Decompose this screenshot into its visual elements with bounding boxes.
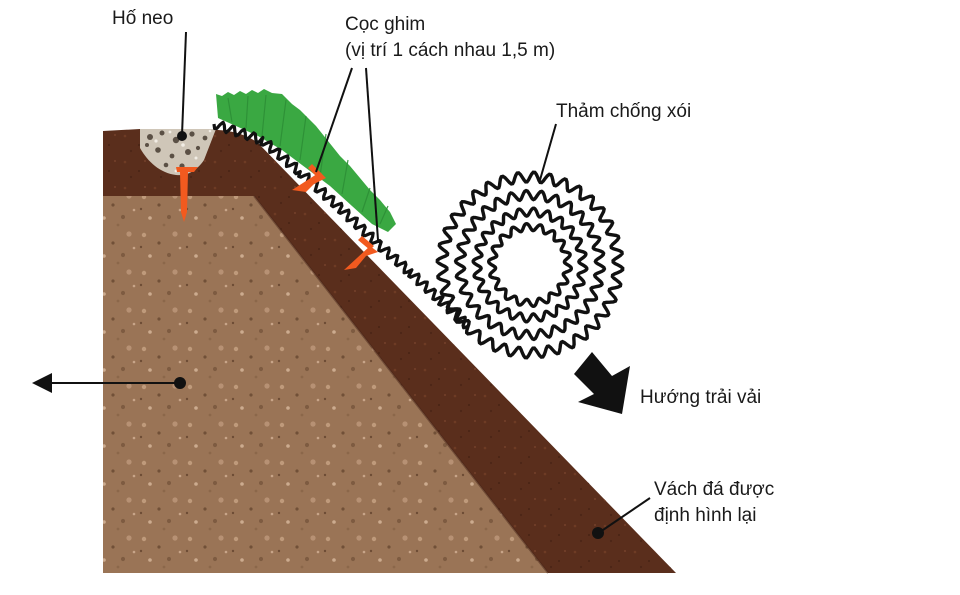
mat-roll-ring: [486, 221, 574, 309]
mat-roll-ring: [471, 206, 589, 324]
anchor-trench: [140, 129, 216, 176]
grass-blades: [227, 94, 389, 225]
anchor-pin-trench: [176, 167, 198, 222]
label-erosion-mat: Thảm chống xói: [556, 101, 692, 122]
pin-lower: [344, 236, 378, 270]
laying-direction-arrow-icon: [574, 352, 630, 414]
label-pins-line2: (vị trí 1 cách nhau 1,5 m): [345, 39, 556, 61]
topsoil-boundary: [253, 195, 549, 574]
cliff-marker-dot: [592, 527, 604, 539]
left-direction-arrow: [32, 373, 186, 393]
soil-texture: [103, 196, 548, 573]
gravel-highlights: [154, 129, 212, 173]
label-pins: Cọc ghim (vị trí 1 cách nhau 1,5 m): [345, 12, 555, 63]
erosion-mat-roll: [435, 170, 625, 360]
anchor-trench-marker-dot: [177, 131, 187, 141]
label-laying-direction: Hướng trải vải: [640, 387, 762, 408]
label-cliff-line2: định hình lại: [654, 504, 757, 526]
topsoil-texture: [103, 129, 676, 573]
label-anchor-trench: Hố neo: [112, 8, 174, 29]
grass-strip: [216, 89, 396, 232]
pin-upper: [292, 164, 326, 192]
label-pins-line1: Cọc ghim: [345, 14, 426, 35]
erosion-mat-laid: [212, 120, 469, 330]
mat-roll-ring: [435, 170, 625, 360]
mat-roll-ring: [453, 188, 607, 342]
label-reshaped-cliff: Vách đá được định hình lại: [654, 477, 774, 528]
label-cliff-line1: Vách đá được: [654, 479, 775, 500]
leader-lines: [181, 31, 651, 533]
